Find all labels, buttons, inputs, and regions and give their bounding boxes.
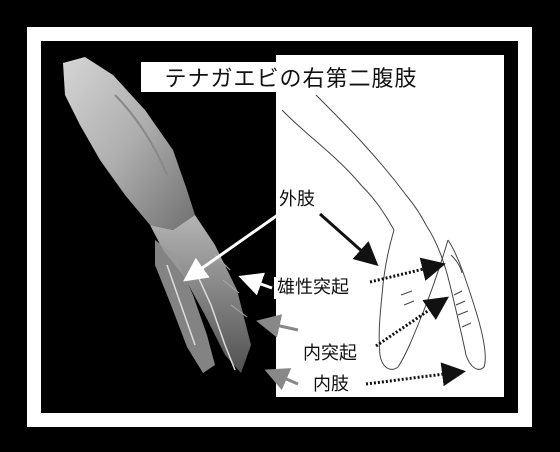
label-appendix-interna: 内突起 [300,343,360,365]
exopod-arrow-drawing [320,214,374,262]
label-endopod: 内肢 [310,374,352,396]
endopod-arrow-photo [270,372,298,384]
endopod-arrow-drawing [366,372,460,384]
masculina-arrow-photo [244,278,272,288]
masculina-arrow-drawing [370,265,440,282]
interna-arrow-photo [262,322,298,330]
label-appendix-masculina: 雄性突起 [274,277,352,299]
exopod-arrow-photo [188,212,282,278]
label-exopod: 外肢 [276,189,318,211]
interna-arrow-drawing [376,300,444,346]
